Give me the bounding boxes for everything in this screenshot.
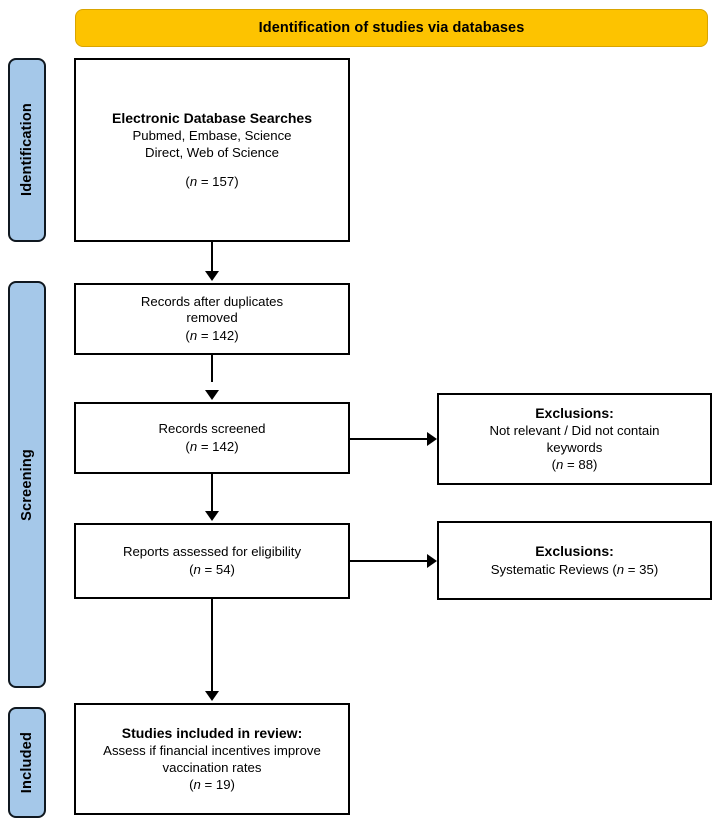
box-exclusions-screening-count: (n = 88) — [551, 456, 598, 472]
box-included-line1: Assess if financial incentives improve — [103, 743, 321, 759]
box-duplicates-line2: removed — [186, 310, 238, 326]
box-exclusions-eligibility: Exclusions: Systematic Reviews (n = 35) — [437, 521, 712, 600]
banner-label: Identification of studies via databases — [258, 20, 525, 36]
box-duplicates-line1: Records after duplicates — [140, 293, 284, 309]
connector-screened-to-exclusions — [350, 438, 429, 440]
box-reports-assessed-for-eligibility: Reports assessed for eligibility (n = 54… — [74, 523, 350, 599]
banner-identification-via-databases: Identification of studies via databases — [75, 9, 708, 47]
arrowhead-duplicates-to-screened — [205, 390, 219, 400]
box-records-after-duplicates-removed: Records after duplicates removed (n = 14… — [74, 283, 350, 355]
connector-databases-to-duplicates — [211, 242, 213, 273]
box-exclusions-screening-line2: keywords — [546, 439, 603, 455]
arrowhead-eligibility-to-exclusions — [427, 554, 437, 568]
box-eligibility-count: (n = 54) — [189, 561, 235, 577]
arrowhead-screened-to-exclusions — [427, 432, 437, 446]
box-exclusions-screening-line1: Not relevant / Did not contain — [489, 423, 660, 439]
box-exclusions-screening-title: Exclusions: — [535, 404, 614, 421]
box-records-screened: Records screened (n = 142) — [74, 402, 350, 474]
box-included-title: Studies included in review: — [121, 724, 303, 741]
stage-label-screening: Screening — [19, 448, 35, 521]
box-duplicates-count: (n = 142) — [185, 327, 239, 343]
box-database-searches-title: Electronic Database Searches — [112, 109, 312, 126]
stage-label-included: Included — [19, 731, 35, 794]
arrowhead-databases-to-duplicates — [205, 271, 219, 281]
stage-sidebar-included: Included — [8, 707, 46, 818]
box-screened-count: (n = 142) — [185, 438, 239, 454]
box-exclusions-eligibility-line1: Systematic Reviews (n = 35) — [490, 561, 659, 577]
box-studies-included-in-review: Studies included in review: Assess if fi… — [74, 703, 350, 815]
stage-sidebar-screening: Screening — [8, 281, 46, 688]
box-database-searches-line2: Direct, Web of Science — [145, 144, 279, 160]
arrowhead-screened-to-eligibility — [205, 511, 219, 521]
box-database-searches-line1: Pubmed, Embase, Science — [132, 128, 292, 144]
box-database-searches: Electronic Database Searches Pubmed, Emb… — [74, 58, 350, 242]
box-exclusions-screening: Exclusions: Not relevant / Did not conta… — [437, 393, 712, 485]
box-database-searches-count: (n = 157) — [185, 173, 239, 189]
arrowhead-eligibility-to-included — [205, 691, 219, 701]
box-exclusions-eligibility-title: Exclusions: — [535, 543, 614, 560]
stage-sidebar-identification: Identification — [8, 58, 46, 242]
connector-eligibility-to-exclusions — [350, 560, 429, 562]
stage-label-identification: Identification — [19, 103, 35, 197]
connector-eligibility-to-included — [211, 599, 213, 693]
connector-screened-to-eligibility — [211, 474, 213, 513]
box-included-count: (n = 19) — [189, 776, 235, 792]
box-included-line2: vaccination rates — [162, 759, 262, 775]
box-eligibility-line1: Reports assessed for eligibility — [122, 544, 302, 560]
box-screened-line1: Records screened — [158, 421, 266, 437]
connector-duplicates-to-screened — [211, 355, 213, 382]
